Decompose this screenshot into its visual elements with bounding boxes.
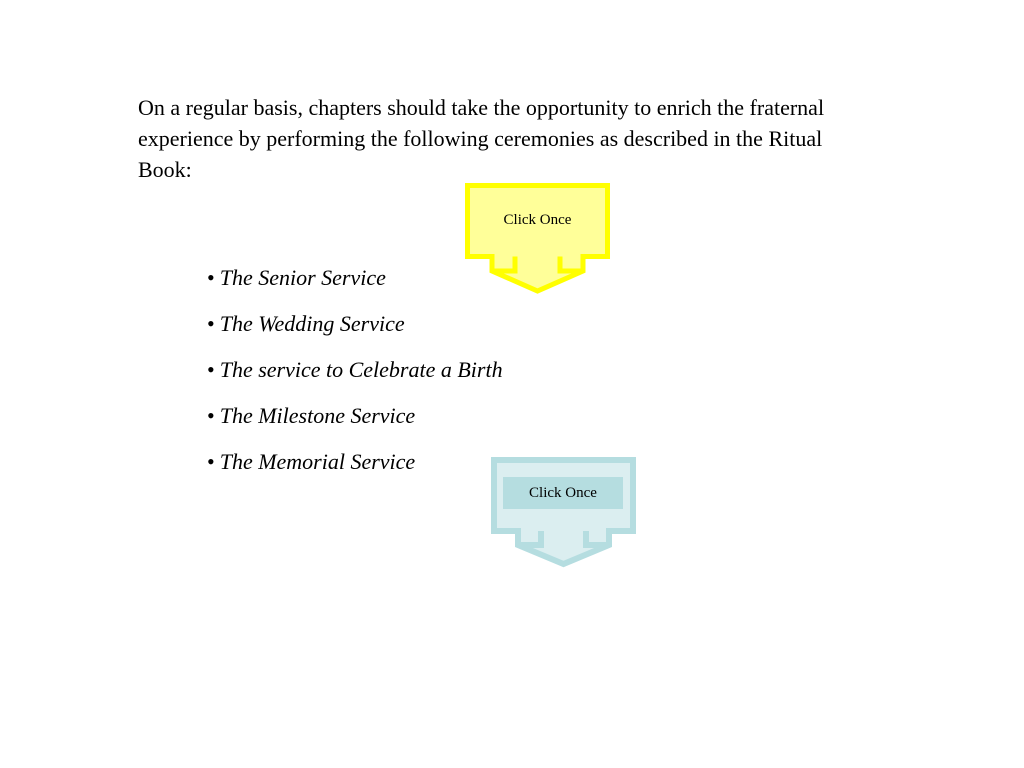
service-name: The service to Celebrate a Birth [219, 357, 503, 382]
bullet-icon: • [207, 311, 215, 336]
callout-shape [491, 457, 636, 568]
bullet-icon: • [207, 403, 215, 428]
list-item: •The Wedding Service [207, 308, 503, 354]
down-arrow-callout-icon [465, 183, 610, 294]
service-name: The Wedding Service [219, 311, 405, 336]
callout-inner-line [518, 531, 609, 548]
list-item: •The Senior Service [207, 262, 503, 308]
service-list: •The Senior Service •The Wedding Service… [207, 262, 503, 492]
callout-inner-line [492, 256, 583, 274]
callout-shape [465, 183, 610, 294]
service-name: The Memorial Service [219, 449, 416, 474]
service-name: The Senior Service [219, 265, 386, 290]
intro-paragraph: On a regular basis, chapters should take… [138, 95, 825, 182]
bullet-icon: • [207, 357, 215, 382]
click-once-label: Click Once [503, 477, 623, 509]
list-item: •The Milestone Service [207, 400, 503, 446]
bullet-icon: • [207, 449, 215, 474]
click-once-callout-blue[interactable]: Click Once [491, 457, 636, 569]
down-arrow-callout-icon [491, 457, 636, 568]
bullet-icon: • [207, 265, 215, 290]
click-once-callout-yellow[interactable]: Click Once [465, 183, 610, 295]
list-item: •The Memorial Service [207, 446, 503, 492]
list-item: •The service to Celebrate a Birth [207, 354, 503, 400]
click-once-label: Click Once [503, 212, 572, 228]
service-name: The Milestone Service [219, 403, 416, 428]
